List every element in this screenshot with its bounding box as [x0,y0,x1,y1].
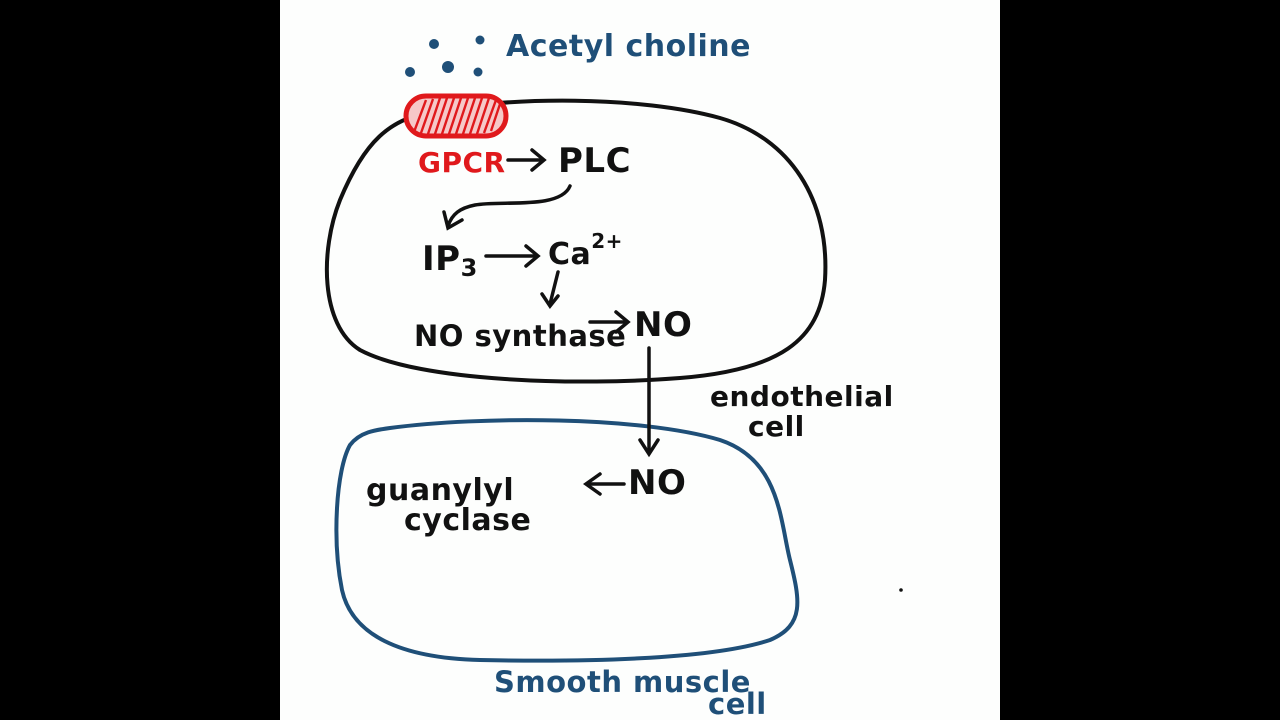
gpcr-receptor [403,93,509,139]
smooth-muscle-cell-outline [334,418,800,663]
gpcr-label: GPCR [418,146,506,179]
arrow-no-to-guanylyl [582,472,626,496]
arrow-gpcr-to-plc [506,148,547,172]
no-synthase-label: NO synthase [414,319,626,353]
guanylyl-label-line1: guanylyl [366,473,514,508]
stray-mark [899,588,903,592]
gpcr-hatching [412,97,502,135]
no-endothelial-label: NO [634,305,692,345]
whiteboard-canvas: Acetyl choline [280,0,1000,720]
arrow-no-diffusion [638,346,660,458]
smooth-muscle-label-line2: cell [708,687,767,720]
acetylcholine-dots [405,35,485,77]
arrow-ca-to-nos [540,270,560,309]
pathway-diagram: Acetyl choline [324,29,903,720]
calcium-label: Ca2+ [548,229,623,272]
acetylcholine-label: Acetyl choline [506,29,751,64]
endothelial-label-line2: cell [748,410,805,443]
endothelial-cell-outline [324,98,828,384]
calcium-charge: 2+ [591,229,623,253]
endothelial-label-line1: endothelial [710,380,894,413]
arrow-ip3-to-ca [484,244,541,268]
guanylyl-label-line2: cyclase [404,503,531,538]
plc-label: PLC [558,141,631,181]
no-smooth-muscle-label: NO [628,463,686,503]
smooth-muscle-label-line1: Smooth muscle [494,665,751,699]
ip3-label: IP3 [422,239,478,282]
calcium-text: Ca [548,237,591,272]
molecule-dot [475,35,485,45]
ip3-text: IP [422,239,461,279]
arrow-plc-to-ip3 [442,184,572,231]
molecule-dot [442,61,454,73]
molecule-dot [405,67,415,77]
arrow-nos-to-no [588,310,631,334]
ip3-subscript: 3 [461,254,478,282]
molecule-dot [473,67,483,77]
molecule-dot [429,39,439,49]
